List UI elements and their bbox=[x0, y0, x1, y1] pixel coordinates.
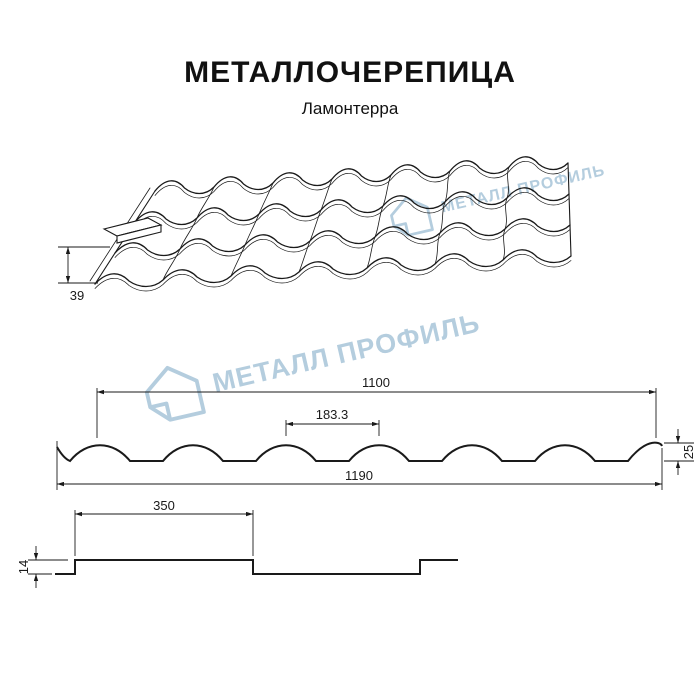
dim-39: 39 bbox=[70, 288, 84, 303]
dim-1100: 1100 bbox=[362, 375, 390, 390]
perspective-view bbox=[89, 156, 572, 292]
side-step-view bbox=[55, 559, 458, 575]
dim-39-lines bbox=[58, 246, 110, 284]
dim-25: 25 bbox=[681, 445, 696, 459]
side-step-dim-lines bbox=[28, 510, 254, 588]
cross-section-view bbox=[56, 441, 663, 463]
dim-1190: 1190 bbox=[345, 468, 373, 483]
page-subtitle: Ламонтерра bbox=[301, 99, 399, 118]
dim-183-3: 183.3 bbox=[316, 407, 349, 422]
dim-350: 350 bbox=[153, 498, 175, 513]
roof-batten bbox=[102, 217, 163, 244]
page-title: МЕТАЛЛОЧЕРЕПИЦА bbox=[184, 56, 516, 89]
dim-14: 14 bbox=[16, 560, 31, 574]
dimension-annotations: 39 1100 183.3 25 1190 350 14 bbox=[16, 288, 696, 574]
step-profile-path bbox=[55, 559, 458, 575]
cross-section-dim-lines bbox=[56, 388, 694, 490]
tile-profile-path bbox=[56, 441, 663, 463]
